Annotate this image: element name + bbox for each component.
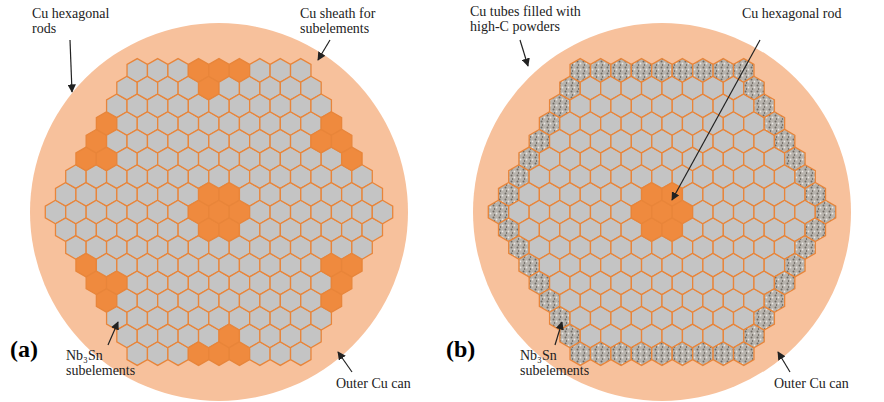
part-label: Cu sheath for subelements [300,6,410,36]
subelement-array [45,59,392,366]
panel-tag: (a) [10,336,50,362]
part-label: Nb₃Sn subelements [66,348,156,378]
panel-tag: (b) [446,336,486,362]
part-label: Outer Cu can [774,376,879,391]
part-label: Outer Cu can [336,376,446,391]
part-label: Cu hexagonal rod [742,6,842,21]
outer-cu-can [473,23,851,401]
hex-element [372,200,392,224]
subelement-array [488,59,835,366]
hex-element [815,200,835,224]
part-label: Cu tubes filled with high-C powders [470,4,590,34]
leader-lines [70,40,790,372]
part-label: Nb₃Sn subelements [520,348,610,378]
outer-cu-can [30,23,408,401]
part-label: Cu hexagonal rods [32,6,132,36]
